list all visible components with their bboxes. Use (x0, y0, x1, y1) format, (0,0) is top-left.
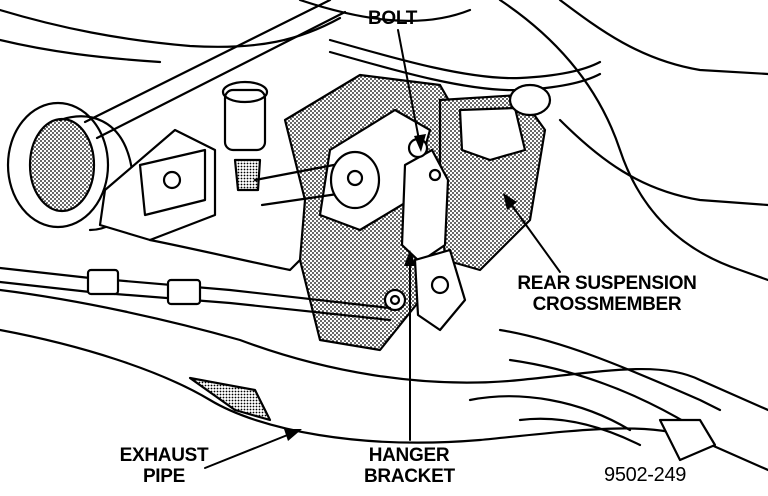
bolt-label: BOLT (368, 8, 418, 29)
brake-tube-2 (0, 280, 392, 322)
figure-number: 9502-249 (604, 464, 687, 486)
upper-rod (83, 0, 332, 124)
crossmember-arm-top (498, 328, 722, 412)
exhaust-pipe-top (0, 288, 768, 412)
crossmember-bushing (508, 83, 552, 117)
exhaust-label-line2: PIPE (142, 466, 186, 487)
tube-fitting-2 (166, 278, 202, 306)
isolator-core (28, 117, 96, 213)
hanger-label-line1: HANGER (368, 445, 450, 466)
left-bracket (98, 128, 217, 242)
rear-suspension-label-line1: REAR SUSPENSION (517, 273, 697, 294)
hanger-stud (223, 88, 267, 152)
lower-mount-bolt (383, 288, 407, 312)
crossmember-bracket-face (458, 106, 527, 162)
rear-suspension-label-line2: CROSSMEMBER (532, 294, 682, 315)
exhaust-pipe-bottom (0, 328, 768, 472)
left-bracket-hole (162, 170, 182, 190)
exhaust-pipe-label: EXHAUST PIPE (110, 445, 218, 487)
hanger-bracket-lower (413, 248, 467, 332)
upper-rod-curve-2 (328, 50, 602, 92)
sway-link-end (329, 150, 381, 210)
lower-mount-bolt-inner (389, 294, 401, 306)
crossmember-arm-end (658, 418, 717, 462)
rear-suspension-crossmember-label: REAR SUSPENSION CROSSMEMBER (509, 273, 705, 315)
stud-thread (233, 158, 262, 192)
exhaust-label-line1: EXHAUST (119, 445, 209, 466)
upper-rod-curve (328, 38, 602, 80)
tube-fitting-1 (86, 268, 120, 296)
hanger-stud-top (221, 80, 269, 104)
right-body-panel-2 (558, 0, 768, 76)
exhaust-seam-2 (518, 417, 642, 447)
upper-floor-edge (298, 0, 472, 22)
arrowhead-hanger (404, 250, 416, 266)
upper-body-contour-2 (0, 38, 162, 64)
leader-bolt (397, 29, 421, 146)
hanger-bracket-hole-2 (428, 168, 442, 182)
upper-rod-2 (95, 10, 347, 140)
brake-tube (0, 266, 392, 310)
left-lower-panel (148, 238, 302, 272)
hanger-bracket-plate (400, 148, 450, 264)
sway-link-pin (346, 169, 364, 187)
hanger-bracket-hole (430, 275, 450, 295)
leader-crossmember (507, 199, 561, 273)
hanger-label-line2: BRACKET (364, 466, 455, 487)
exhaust-pipe-shadow (188, 376, 272, 422)
isolator-ring (6, 101, 110, 229)
arrowhead-exhaust (284, 429, 302, 441)
exhaust-seam (468, 395, 632, 432)
arrowhead-crossmember (503, 193, 517, 210)
right-body-panel (498, 0, 768, 282)
arrowhead-bolt (414, 134, 426, 152)
right-floor-line (558, 118, 768, 207)
leader-exhaust (204, 431, 296, 469)
left-bracket-face (138, 148, 207, 217)
hanger-bracket-label: HANGER BRACKET (364, 445, 455, 487)
